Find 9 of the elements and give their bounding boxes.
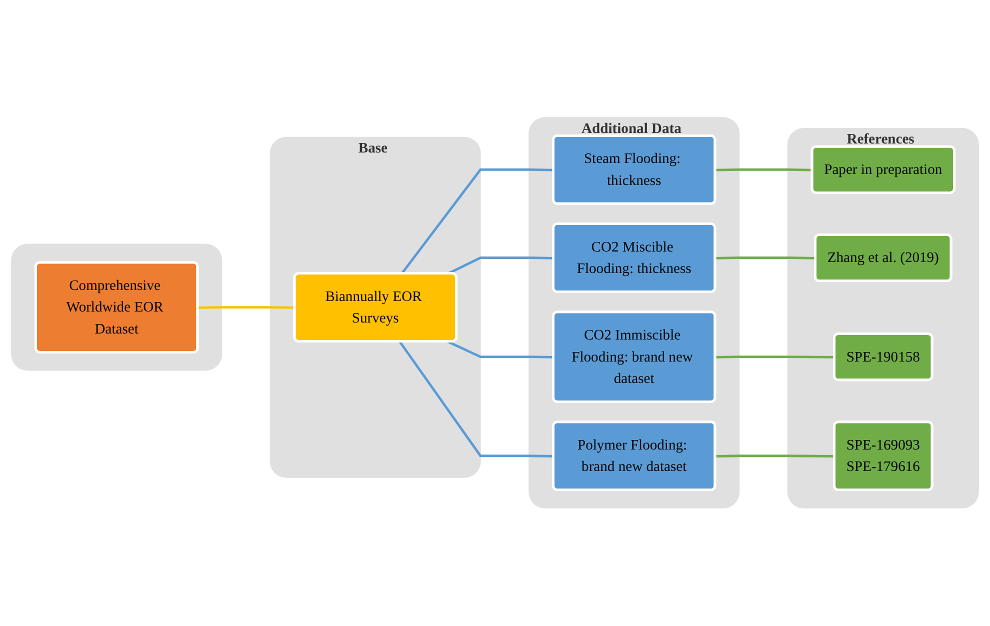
connector [715,256,816,260]
cluster [11,244,222,371]
connector [398,341,554,458]
connector [715,356,835,359]
connector [447,340,554,359]
connector [715,168,812,172]
connector [198,306,295,310]
connector [715,454,835,458]
connector [400,168,554,275]
